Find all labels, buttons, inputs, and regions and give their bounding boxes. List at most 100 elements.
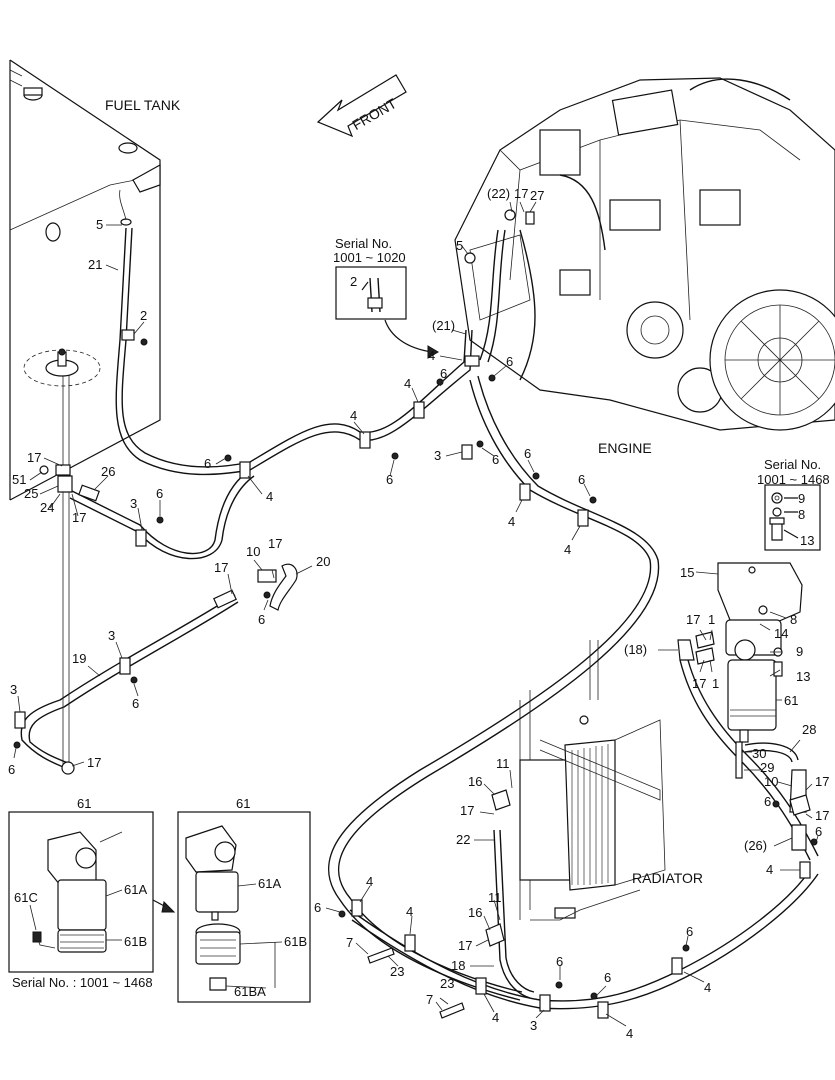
- callout-label: 61BA: [234, 984, 266, 999]
- callout-label: (21): [432, 318, 455, 333]
- callout-label: 6: [386, 472, 393, 487]
- callout-label: 23: [390, 964, 404, 979]
- callout-label: 6: [686, 924, 693, 939]
- callout-label: 6: [578, 472, 585, 487]
- callout-label: 11: [488, 890, 502, 905]
- callout-label: 21: [88, 257, 102, 272]
- callout-label: 17: [514, 186, 528, 201]
- radiator-assembly: [519, 640, 666, 921]
- clamp: [135, 529, 147, 547]
- callout-label: 61B: [124, 934, 147, 949]
- fittings: [39, 189, 535, 1019]
- callout-label: 8: [790, 612, 797, 627]
- callout-label: 2: [140, 308, 147, 323]
- callout-label: 61A: [124, 882, 147, 897]
- front-arrow: [316, 74, 407, 138]
- callout-label: 6: [204, 456, 211, 471]
- callout-label: 17: [815, 808, 829, 823]
- callout-label: 25: [24, 486, 38, 501]
- callout-label: 4: [704, 980, 711, 995]
- serial-1020-range: 1001 ~ 1020: [333, 250, 406, 265]
- clamp: [475, 977, 487, 995]
- clamp: [577, 509, 589, 527]
- callout-label: 4: [406, 904, 413, 919]
- callout-label: 4: [266, 489, 273, 504]
- callout-label: 4: [428, 348, 435, 363]
- fuel-tank-label: FUEL TANK: [105, 97, 181, 113]
- callout-label: 24: [40, 500, 54, 515]
- callout-label: 11: [496, 756, 510, 771]
- fuel-sender: [23, 348, 101, 387]
- callout-label: 1: [708, 612, 715, 627]
- callout-label: 6: [524, 446, 531, 461]
- callout-label: 6: [815, 824, 822, 839]
- clamp: [539, 994, 551, 1012]
- callout-label: 4: [366, 874, 373, 889]
- inset-arrowhead: [161, 900, 176, 913]
- callout-label: 3: [530, 1018, 537, 1033]
- serial-1020-title: Serial No.: [335, 236, 392, 251]
- callout-label: 23: [440, 976, 454, 991]
- clamp: [351, 899, 363, 917]
- callout-label: 6: [604, 970, 611, 985]
- callout-label: 1: [712, 676, 719, 691]
- callout-label: 16: [468, 905, 482, 920]
- callout-label: 18: [451, 958, 465, 973]
- callout-numbers: 5 21 2 17 51 25 24 17 26 3 6 6 4 4 6 4 6…: [8, 186, 829, 1041]
- callout-label: 61: [77, 796, 91, 811]
- clamp: [404, 934, 416, 952]
- callout-label: 7: [426, 992, 433, 1007]
- callout-label: 4: [564, 542, 571, 557]
- callout-label: 17: [72, 510, 86, 525]
- callout-label: 7: [346, 935, 353, 950]
- callout-label: 16: [468, 774, 482, 789]
- callout-label: 15: [680, 565, 694, 580]
- clamp: [671, 957, 683, 975]
- callout-label: 3: [434, 448, 441, 463]
- callout-label: 9: [796, 644, 803, 659]
- callout-label: 6: [764, 794, 771, 809]
- callout-label: 9: [798, 491, 805, 506]
- fuel-filter-assembly: [677, 562, 811, 851]
- callout-label: 61: [236, 796, 250, 811]
- callout-label: 6: [314, 900, 321, 915]
- callout-label: 17: [686, 612, 700, 627]
- clamp: [464, 355, 480, 367]
- callout-label: 27: [530, 188, 544, 203]
- clamp: [597, 1001, 609, 1019]
- clamp: [519, 483, 531, 501]
- clamp: [359, 431, 371, 449]
- bolts: [13, 338, 818, 1000]
- radiator-label: RADIATOR: [632, 870, 703, 886]
- callout-label: 17: [815, 774, 829, 789]
- callout-label: 22: [456, 832, 470, 847]
- callout-label: 4: [492, 1010, 499, 1025]
- clamp: [14, 711, 26, 729]
- callout-label: 6: [506, 354, 513, 369]
- callout-label: 10: [246, 544, 260, 559]
- inset-filter-2: [177, 811, 311, 1003]
- callout-label: (26): [744, 838, 767, 853]
- callout-label: 3: [130, 496, 137, 511]
- callout-label: (18): [624, 642, 647, 657]
- callout-label: 14: [774, 626, 788, 641]
- serial-1468-range: 1001 ~ 1468: [757, 472, 830, 487]
- callout-label: 8: [798, 507, 805, 522]
- engine-assembly: [454, 77, 835, 431]
- callout-label: 6: [258, 612, 265, 627]
- callout-label: 6: [492, 452, 499, 467]
- callout-label: 13: [800, 533, 814, 548]
- clamp: [799, 861, 811, 879]
- callout-label: 28: [802, 722, 816, 737]
- inset-serial-label: Serial No. : 1001 ~ 1468: [12, 975, 153, 990]
- callout-label: 17: [460, 803, 474, 818]
- fuel-tank: [9, 59, 161, 501]
- callout-label: 17: [27, 450, 41, 465]
- leader-lines: [13, 201, 819, 1027]
- callout-label: 4: [508, 514, 515, 529]
- callout-label: 17: [268, 536, 282, 551]
- clamp: [461, 444, 473, 460]
- callout-label: 3: [10, 682, 17, 697]
